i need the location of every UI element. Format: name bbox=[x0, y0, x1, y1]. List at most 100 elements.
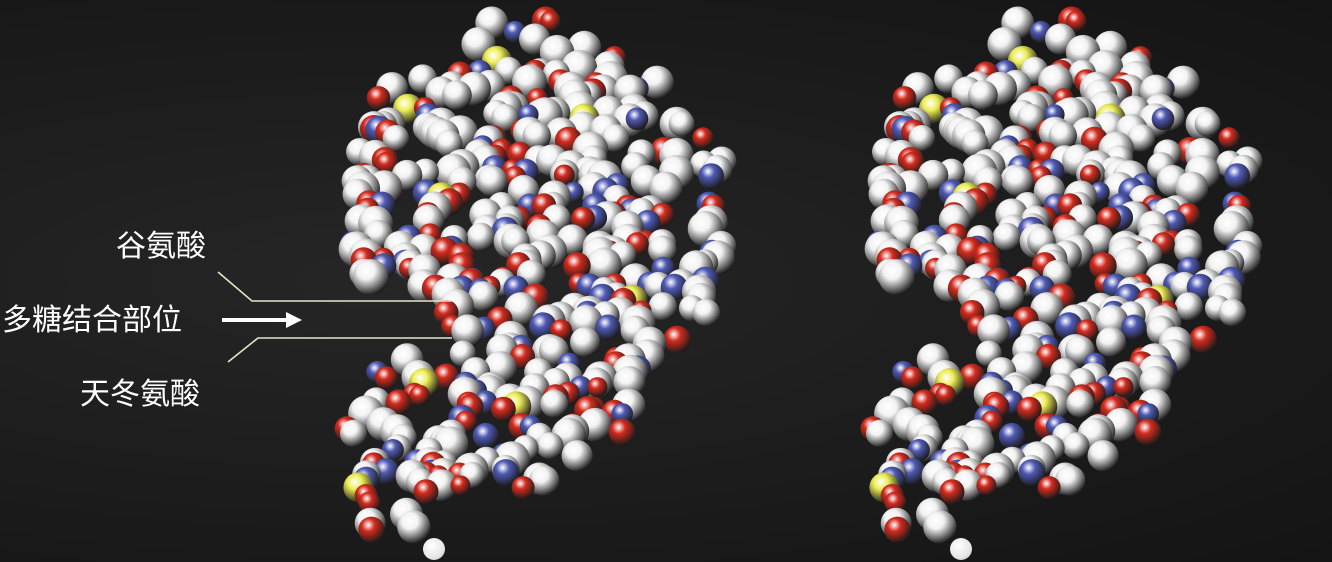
atom-sphere bbox=[366, 86, 391, 110]
atom-sphere bbox=[492, 459, 520, 486]
atom-sphere bbox=[1066, 389, 1095, 418]
atom-sphere bbox=[1048, 121, 1077, 150]
binding-site-arrow bbox=[222, 312, 302, 328]
atom-sphere bbox=[571, 206, 595, 231]
atom-sphere bbox=[1218, 298, 1246, 327]
atom-sphere bbox=[878, 259, 915, 295]
atom-sphere bbox=[468, 281, 499, 312]
atom-sphere bbox=[976, 475, 997, 496]
atom-sphere bbox=[1018, 459, 1046, 486]
atom-sphere bbox=[491, 396, 516, 422]
atom-sphere bbox=[613, 366, 646, 398]
atom-sphere bbox=[992, 222, 1021, 251]
atom-sphere bbox=[698, 163, 725, 190]
atom-sphere bbox=[587, 377, 608, 398]
atom-sphere bbox=[994, 281, 1025, 312]
atom-sphere bbox=[692, 298, 720, 327]
atom-sphere bbox=[570, 327, 600, 357]
atom-sphere bbox=[1194, 110, 1221, 137]
aspartate-label: 天冬氨酸 bbox=[80, 377, 200, 412]
atom-sphere bbox=[358, 491, 381, 514]
atom-sphere bbox=[1166, 65, 1200, 99]
atom-sphere bbox=[553, 164, 575, 186]
atom-sphere bbox=[1151, 107, 1175, 131]
atom-sphere bbox=[1097, 206, 1121, 231]
atom-sphere bbox=[385, 389, 412, 416]
atom-sphere bbox=[692, 127, 714, 149]
atom-sphere bbox=[561, 440, 593, 472]
atom-sphere bbox=[1175, 171, 1209, 205]
atom-sphere bbox=[1079, 164, 1101, 186]
atom-sphere bbox=[595, 314, 621, 340]
atom-sphere bbox=[352, 259, 389, 295]
atom-sphere bbox=[668, 110, 695, 137]
atom-sphere bbox=[865, 419, 894, 447]
atom-sphere bbox=[884, 516, 911, 543]
stereo-marker-dot-right bbox=[950, 538, 972, 560]
atom-sphere bbox=[1224, 163, 1251, 190]
atom-sphere bbox=[998, 422, 1025, 449]
atom-sphere bbox=[1139, 366, 1172, 398]
atom-sphere bbox=[1189, 325, 1217, 354]
atom-sphere bbox=[477, 165, 508, 197]
atom-sphere bbox=[908, 125, 935, 152]
atom-sphere bbox=[442, 80, 472, 110]
atom-sphere bbox=[413, 479, 439, 505]
polysaccharide-binding-site-label: 多糖结合部位 bbox=[2, 303, 182, 338]
atom-sphere bbox=[409, 384, 430, 406]
atom-sphere bbox=[1137, 403, 1159, 425]
glutamate-label: 谷氨酸 bbox=[116, 229, 206, 264]
atom-sphere bbox=[1089, 252, 1117, 280]
atom-sphere bbox=[397, 510, 431, 544]
atom-sphere bbox=[450, 475, 471, 496]
glutamate-leader-line bbox=[217, 271, 452, 302]
atom-sphere bbox=[611, 403, 633, 425]
atom-sphere bbox=[884, 491, 907, 514]
atom-sphere bbox=[1065, 10, 1087, 32]
atom-sphere bbox=[648, 292, 677, 321]
atom-sphere bbox=[663, 325, 691, 354]
atom-sphere bbox=[901, 151, 924, 175]
atom-sphere bbox=[528, 465, 560, 496]
atom-sphere bbox=[504, 292, 538, 326]
atom-sphere bbox=[1096, 327, 1126, 357]
atom-sphere bbox=[1121, 314, 1147, 340]
atom-sphere bbox=[339, 419, 368, 447]
atom-sphere bbox=[540, 389, 569, 418]
atom-sphere bbox=[648, 235, 677, 264]
atom-sphere bbox=[1003, 165, 1034, 197]
atom-sphere bbox=[892, 86, 917, 110]
atom-sphere bbox=[374, 366, 398, 390]
atom-sphere bbox=[536, 432, 564, 460]
atom-sphere bbox=[625, 107, 649, 131]
atom-sphere bbox=[900, 366, 924, 390]
atom-sphere bbox=[563, 252, 591, 280]
atom-sphere bbox=[1037, 476, 1061, 500]
atom-sphere bbox=[968, 80, 998, 110]
atom-sphere bbox=[375, 151, 398, 175]
atom-sphere bbox=[1174, 292, 1203, 321]
atom-sphere bbox=[911, 389, 938, 416]
atom-sphere bbox=[472, 422, 499, 449]
atom-sphere bbox=[1017, 396, 1042, 422]
atom-sphere bbox=[939, 479, 965, 505]
atom-sphere bbox=[358, 516, 385, 543]
atom-sphere bbox=[923, 510, 957, 544]
stereo-marker-dot-left bbox=[423, 538, 445, 560]
atom-sphere bbox=[539, 10, 561, 32]
atom-sphere bbox=[451, 314, 484, 348]
aspartate-leader-line bbox=[227, 337, 452, 363]
atom-sphere bbox=[649, 171, 683, 205]
atom-sphere bbox=[1030, 292, 1064, 326]
protein-space-filling-model-right bbox=[860, 6, 1263, 544]
atom-sphere bbox=[601, 124, 630, 152]
atom-sphere bbox=[1087, 440, 1119, 472]
atom-sphere bbox=[640, 65, 674, 99]
atom-sphere bbox=[1174, 235, 1203, 264]
atom-sphere bbox=[1218, 127, 1240, 149]
atom-sphere bbox=[529, 312, 557, 340]
atom-sphere bbox=[935, 384, 956, 406]
atom-sphere bbox=[1113, 377, 1134, 398]
